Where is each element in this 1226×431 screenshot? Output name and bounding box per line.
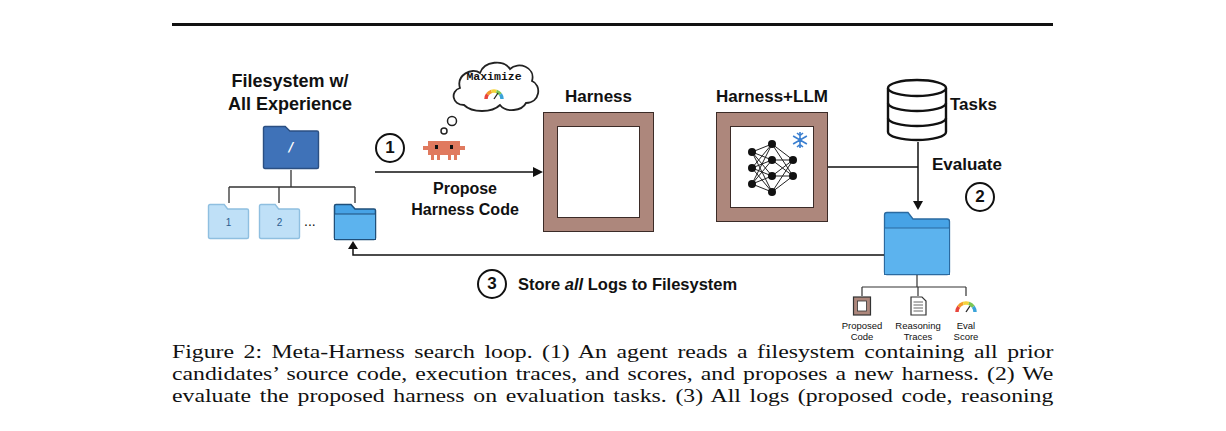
trace-icon: Reasoning Traces bbox=[891, 296, 945, 344]
step-label: Evaluate bbox=[932, 154, 1002, 176]
agent-robot bbox=[423, 141, 465, 160]
figure-caption: Figure 2: Meta-Harness search loop. (1) … bbox=[172, 341, 1053, 407]
flow-arrow bbox=[375, 167, 543, 177]
folder-label: 2 bbox=[258, 217, 301, 228]
code-icon: Proposed Code bbox=[837, 296, 887, 344]
score-icon: Eval Score bbox=[946, 296, 986, 344]
frame-inner bbox=[557, 126, 640, 218]
harness-llm-box: Harness+LLM bbox=[716, 85, 828, 223]
edge-label: Propose Harness Code bbox=[406, 178, 524, 220]
box-heading: Harness bbox=[523, 86, 674, 108]
emphasis-word: all bbox=[565, 273, 583, 295]
database-label: Tasks bbox=[950, 94, 1004, 116]
folder-label: 1 bbox=[207, 217, 250, 228]
icon-label: Eval Score bbox=[946, 320, 986, 342]
callout-number: 3 bbox=[477, 269, 507, 299]
root-folder: / bbox=[262, 125, 320, 170]
folder-label: / bbox=[262, 139, 320, 154]
top-rule bbox=[172, 23, 1053, 26]
frame-border bbox=[543, 112, 654, 232]
group-heading: Filesystem w/ All Experience bbox=[222, 70, 358, 116]
frame-border bbox=[716, 112, 828, 222]
store-wire bbox=[348, 241, 884, 255]
icon-label: Proposed Code bbox=[837, 320, 887, 342]
new-folder bbox=[335, 205, 376, 240]
callout-number: 1 bbox=[375, 133, 405, 163]
document-glyph bbox=[891, 296, 945, 316]
icon-label: Reasoning Traces bbox=[891, 320, 945, 342]
callout-number: 2 bbox=[965, 182, 995, 212]
ellipsis-mark: ... bbox=[304, 213, 316, 229]
filesystem-group: Filesystem w/ All Experience / 12 bbox=[205, 70, 375, 242]
results-tree bbox=[862, 275, 966, 296]
arrow-head bbox=[533, 167, 543, 177]
history-folder: 2 bbox=[258, 203, 301, 240]
step-label: Logs to Filesystem bbox=[588, 273, 737, 295]
thought-text: Maximize bbox=[446, 70, 542, 83]
thought-bubbles bbox=[441, 117, 457, 135]
filesystem-tree bbox=[229, 170, 355, 203]
step-caption-row: Store all Logs to Filesystem bbox=[518, 273, 742, 295]
thought-cloud: Maximize bbox=[446, 55, 542, 113]
gauge-icon bbox=[946, 296, 986, 316]
results-folder bbox=[885, 213, 950, 275]
evaluate-wire bbox=[828, 142, 923, 210]
step-label: Store bbox=[518, 273, 560, 295]
cloud-shape bbox=[446, 55, 542, 113]
tasks-database: Tasks bbox=[886, 78, 1004, 144]
code-glyph bbox=[837, 296, 887, 316]
box-heading: Harness+LLM bbox=[696, 86, 848, 108]
history-folder: 1 bbox=[207, 203, 250, 240]
cylinder-shape bbox=[886, 78, 948, 144]
frame-inner bbox=[730, 126, 814, 208]
harness-box: Harness bbox=[543, 85, 654, 233]
arrow-line bbox=[375, 171, 535, 173]
